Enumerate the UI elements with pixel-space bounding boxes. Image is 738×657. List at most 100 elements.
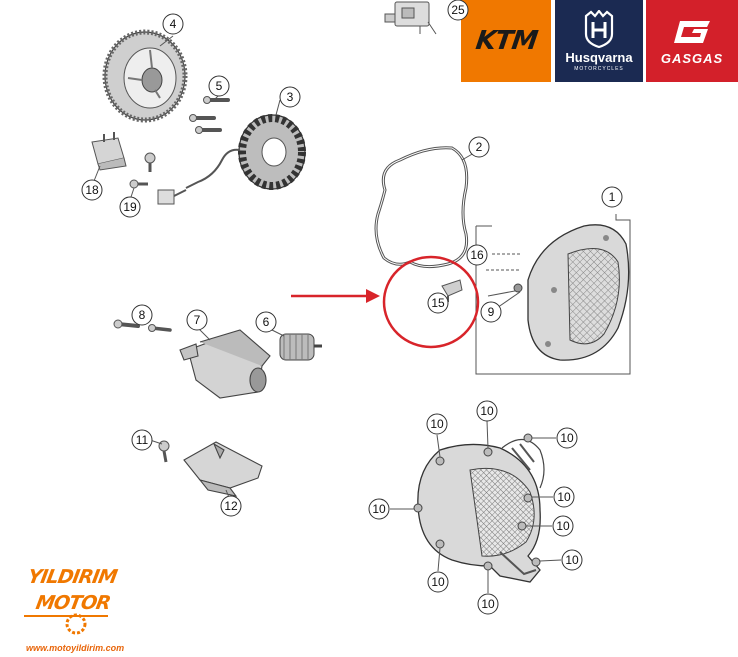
callout-number: 11 [136,433,149,447]
watermark-line1: YILDIRIM [26,566,119,588]
callout-number: 10 [556,519,570,533]
callout-circle [81,179,103,201]
callout-circle [162,13,184,35]
callout-10-1: 10 [426,413,448,435]
callout-10-2: 10 [476,400,498,422]
part-11-bolt [158,440,170,463]
part-1-ignition-cover [513,224,630,361]
callout-number: 10 [557,490,571,504]
callout-number: 3 [287,90,294,104]
callout-15: 15 [427,292,449,314]
callout-5: 5 [208,75,230,97]
part-3-stator [157,114,306,205]
callout-number: 1 [609,190,616,204]
callout-circle [255,311,277,333]
callout-number: 4 [170,17,177,31]
part-2-gasket [374,146,469,269]
callout-number: 9 [488,305,495,319]
callout-circle [119,196,141,218]
callout-number: 19 [123,200,137,214]
callout-circle [131,304,153,326]
callout-number: 18 [85,183,99,197]
callout-number: 12 [224,499,238,513]
callout-circle [476,400,498,422]
callout-10-9: 10 [561,549,583,571]
callout-19: 19 [119,196,141,218]
callout-2: 2 [468,136,490,158]
husqvarna-logo-text: Husqvarna [565,50,633,65]
gasgas-logo: GASGAS [646,0,738,82]
husqvarna-logo-subtext: MOTORCYCLES [574,66,624,72]
gasgas-g-icon [674,20,710,43]
callout-number: 2 [476,140,483,154]
part-25-connector [384,1,437,35]
callout-10-3: 10 [556,427,578,449]
callout-circle [552,515,574,537]
callout-10-8: 10 [477,593,499,615]
callout-number: 10 [430,417,444,431]
callout-circle [208,75,230,97]
callout-number: 10 [372,502,386,516]
callout-circle [466,244,488,266]
watermark-url: www.motoyildirim.com [26,643,125,653]
gasgas-logo-text: GASGAS [660,50,724,66]
part-7-starter-motor [179,329,271,399]
callout-circle [556,427,578,449]
callout-circle [279,86,301,108]
outer-cover [417,438,545,583]
callout-4: 4 [162,13,184,35]
callout-10-7: 10 [427,571,449,593]
part-10-leaders [390,420,562,593]
part-4-flywheel [102,29,188,123]
callout-number: 6 [263,315,270,329]
callout-7: 7 [186,309,208,331]
callout-number: 7 [194,313,201,327]
callout-11: 11 [131,429,153,451]
part-19-bolts [129,152,156,189]
part-6-starter-drive [279,333,322,361]
callout-number: 25 [451,3,465,17]
callout-number: 10 [481,597,495,611]
watermark-line2: MOTOR [34,592,112,614]
callout-circle [447,0,469,21]
callout-circle [553,486,575,508]
callout-circle [480,301,502,323]
callout-number: 10 [560,431,574,445]
callout-circle [368,498,390,520]
callout-1: 1 [601,186,623,208]
callout-circle [427,292,449,314]
callout-circle [427,571,449,593]
callout-circle [186,309,208,331]
callout-18: 18 [81,179,103,201]
part-8-bolts [113,319,172,332]
callout-number: 10 [431,575,445,589]
part-10-bolts [413,433,541,571]
callout-circle [601,186,623,208]
part-5-bolts [189,96,230,134]
callout-12: 12 [220,495,242,517]
callout-circle [220,495,242,517]
callout-9: 9 [480,301,502,323]
callout-number: 10 [565,553,579,567]
callout-8: 8 [131,304,153,326]
husqvarna-logo: Husqvarna MOTORCYCLES [555,0,643,82]
callout-number: 16 [470,248,484,262]
callout-number: 15 [431,296,445,310]
callout-25: 25 [447,0,469,21]
callout-circle [477,593,499,615]
callout-number: 8 [139,308,146,322]
callout-6: 6 [255,311,277,333]
callout-circle [468,136,490,158]
highlight-annotation [291,255,480,349]
watermark-gear-icon [24,613,108,635]
husqvarna-crown-icon [584,10,614,48]
callout-number: 10 [480,404,494,418]
ktm-logo: KTM [461,0,551,82]
callout-circle [426,413,448,435]
callout-circle [131,429,153,451]
callout-circle [561,549,583,571]
callout-16: 16 [466,244,488,266]
